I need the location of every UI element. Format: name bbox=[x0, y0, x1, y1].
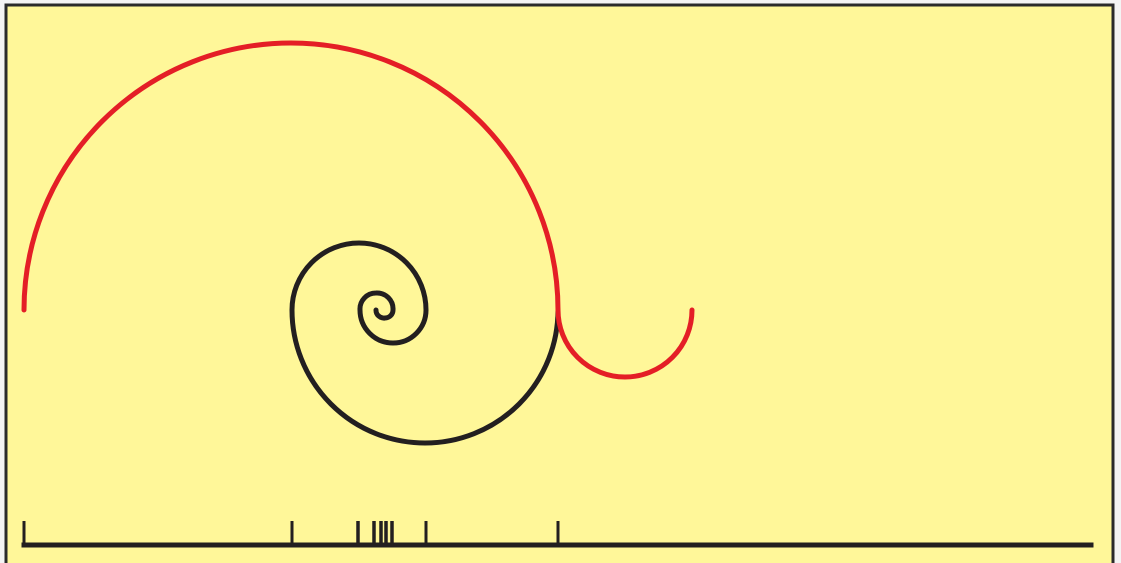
red-arc-small bbox=[555, 307, 695, 380]
ruler bbox=[21, 521, 1094, 548]
golden-spiral bbox=[289, 240, 561, 446]
diagram-panel bbox=[4, 3, 1115, 563]
ruler-ticks bbox=[22, 521, 560, 545]
red-arc-large bbox=[21, 40, 561, 313]
